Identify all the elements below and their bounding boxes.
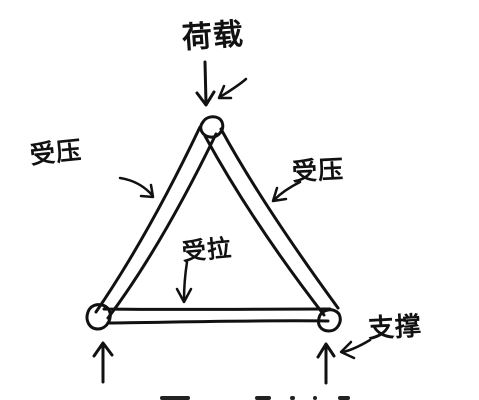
tension-pointer-arrow-icon	[175, 260, 193, 304]
load-arrow-icon	[195, 60, 216, 107]
support-label: 支撑	[367, 311, 423, 345]
right-joint	[317, 308, 342, 333]
tension-label: 受拉	[180, 232, 234, 267]
right-member	[203, 127, 340, 317]
load-pointer-arrow-icon	[217, 77, 248, 100]
bottom-member	[102, 307, 332, 325]
load-label: 荷载	[180, 16, 246, 57]
pressure-left-pointer-arrow-icon	[118, 176, 155, 199]
pressure-left-label: 受压	[28, 135, 84, 170]
left-joint	[85, 303, 112, 331]
right-support-arrow-icon	[316, 342, 336, 385]
left-support-arrow-icon	[92, 341, 114, 384]
support-pointer-arrow-icon	[339, 338, 372, 360]
pressure-right-pointer-arrow-icon	[271, 180, 302, 203]
left-member	[94, 125, 218, 320]
pressure-right-label: 受压	[291, 154, 345, 187]
top-joint	[199, 115, 225, 139]
